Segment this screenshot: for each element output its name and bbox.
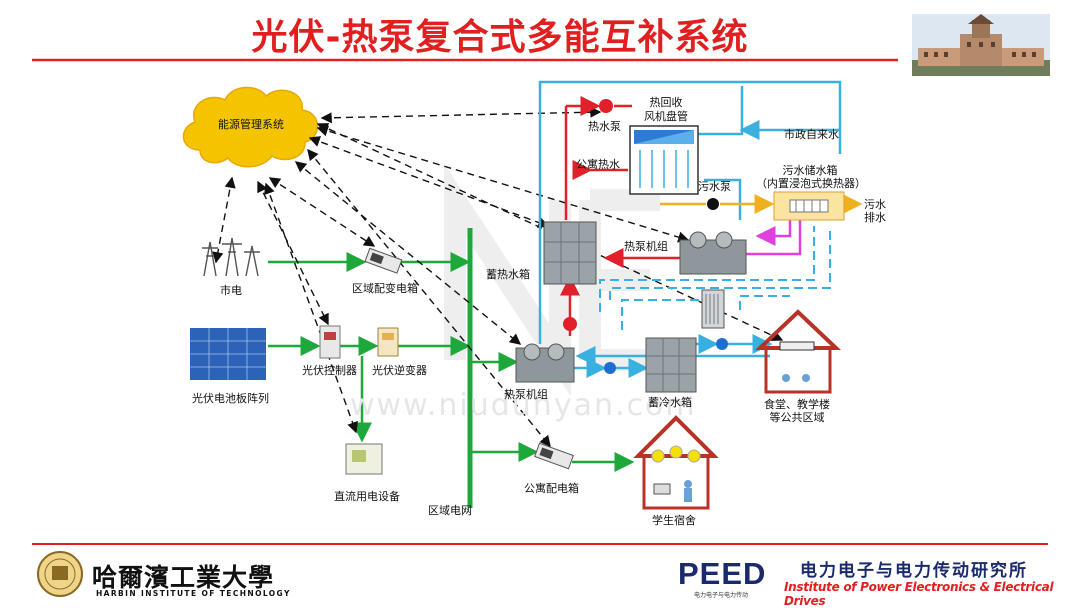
peed-subtitle: 电力电子与电力传动 (694, 592, 749, 599)
pv-controller-icon (319, 325, 341, 359)
cold-pump-icon-1 (604, 362, 616, 374)
page-title: 光伏-热泵复合式多能互补系统 (251, 17, 749, 58)
plate-exchanger-icon (701, 289, 725, 329)
grid-pylon-icon (202, 237, 260, 277)
sewage-tank-label-1: 污水储水箱 (782, 164, 838, 177)
pv-array-icon (190, 328, 266, 380)
university-name-cn: 哈爾濱工業大學 (92, 563, 275, 592)
sewage-pump-icon (707, 198, 719, 210)
hit-emblem-icon (37, 551, 83, 597)
apartment-box-label: 公寓配电箱 (524, 482, 579, 495)
pv-array-label: 光伏电池板阵列 (192, 392, 269, 405)
heat-pump-upper-label: 热泵机组 (624, 240, 668, 253)
heat-pump-upper-icon (679, 231, 747, 275)
canteen-label: 食堂、教学楼等公共区域 (764, 398, 830, 424)
heat-recovery-label-2: 风机盘管 (644, 110, 688, 123)
district-box-label: 区域配变电箱 (352, 282, 418, 295)
institute-name-en: Institute of Power Electronics & Electri… (784, 580, 1054, 608)
heat-recovery-box (629, 125, 699, 195)
hot-water-pump-icon (599, 99, 613, 113)
sewage-discharge-label-1: 污水 (864, 198, 886, 211)
cold-pump-icon-2 (716, 338, 728, 350)
water-dashed-loops (599, 226, 831, 330)
municipal-water-label: 市政自来水 (784, 128, 839, 141)
ems-label: 能源管理系统 (218, 118, 284, 131)
sewage-tank-label-2: （内置浸泡式换热器） (756, 177, 866, 190)
heat-tank-icon (543, 221, 597, 285)
heat-exchange-lines (746, 220, 802, 256)
peed-logo: PEED (678, 556, 767, 591)
pv-controller-label: 光伏控制器 (302, 364, 357, 377)
watermark-text: www.niudunyan.com (350, 388, 697, 423)
heat-recovery-label-1: 热回收 (649, 96, 683, 109)
heat-tank-label: 蓄热水箱 (486, 268, 530, 281)
apartment-box-icon (534, 442, 574, 470)
district-grid-label: 区域电网 (428, 504, 472, 517)
hot-water-pump-label: 热水泵 (588, 120, 621, 133)
sewage-tank-icon (773, 191, 845, 221)
dormitory-label: 学生宿舍 (652, 514, 696, 527)
cold-tank-label: 蓄冷水箱 (648, 396, 692, 409)
heat-pump-lower-label: 热泵机组 (504, 388, 548, 401)
canteen-house-icon (754, 309, 842, 394)
apartment-hot-water-label: 公寓热水 (576, 158, 620, 171)
heat-pump-lower-icon (515, 343, 575, 383)
sewage-pump-label: 污水泵 (698, 180, 731, 193)
university-name-en: HARBIN INSTITUTE OF TECHNOLOGY (96, 589, 291, 598)
dormitory-house-icon (633, 415, 719, 510)
cold-tank-icon (645, 337, 697, 393)
ems-cloud (182, 86, 319, 168)
district-box-icon (364, 247, 403, 274)
sewage-discharge-label-2: 排水 (864, 211, 886, 224)
institute-name-cn: 电力电子与电力传动研究所 (800, 561, 1028, 581)
heat-pump-hot-pump-icon (563, 317, 577, 331)
grid-label: 市电 (220, 284, 242, 297)
dc-equipment-icon (345, 443, 383, 475)
pv-inverter-label: 光伏逆变器 (372, 364, 427, 377)
campus-photo (912, 14, 1050, 76)
dc-equipment-label: 直流用电设备 (334, 490, 400, 503)
pv-inverter-icon (377, 327, 399, 357)
